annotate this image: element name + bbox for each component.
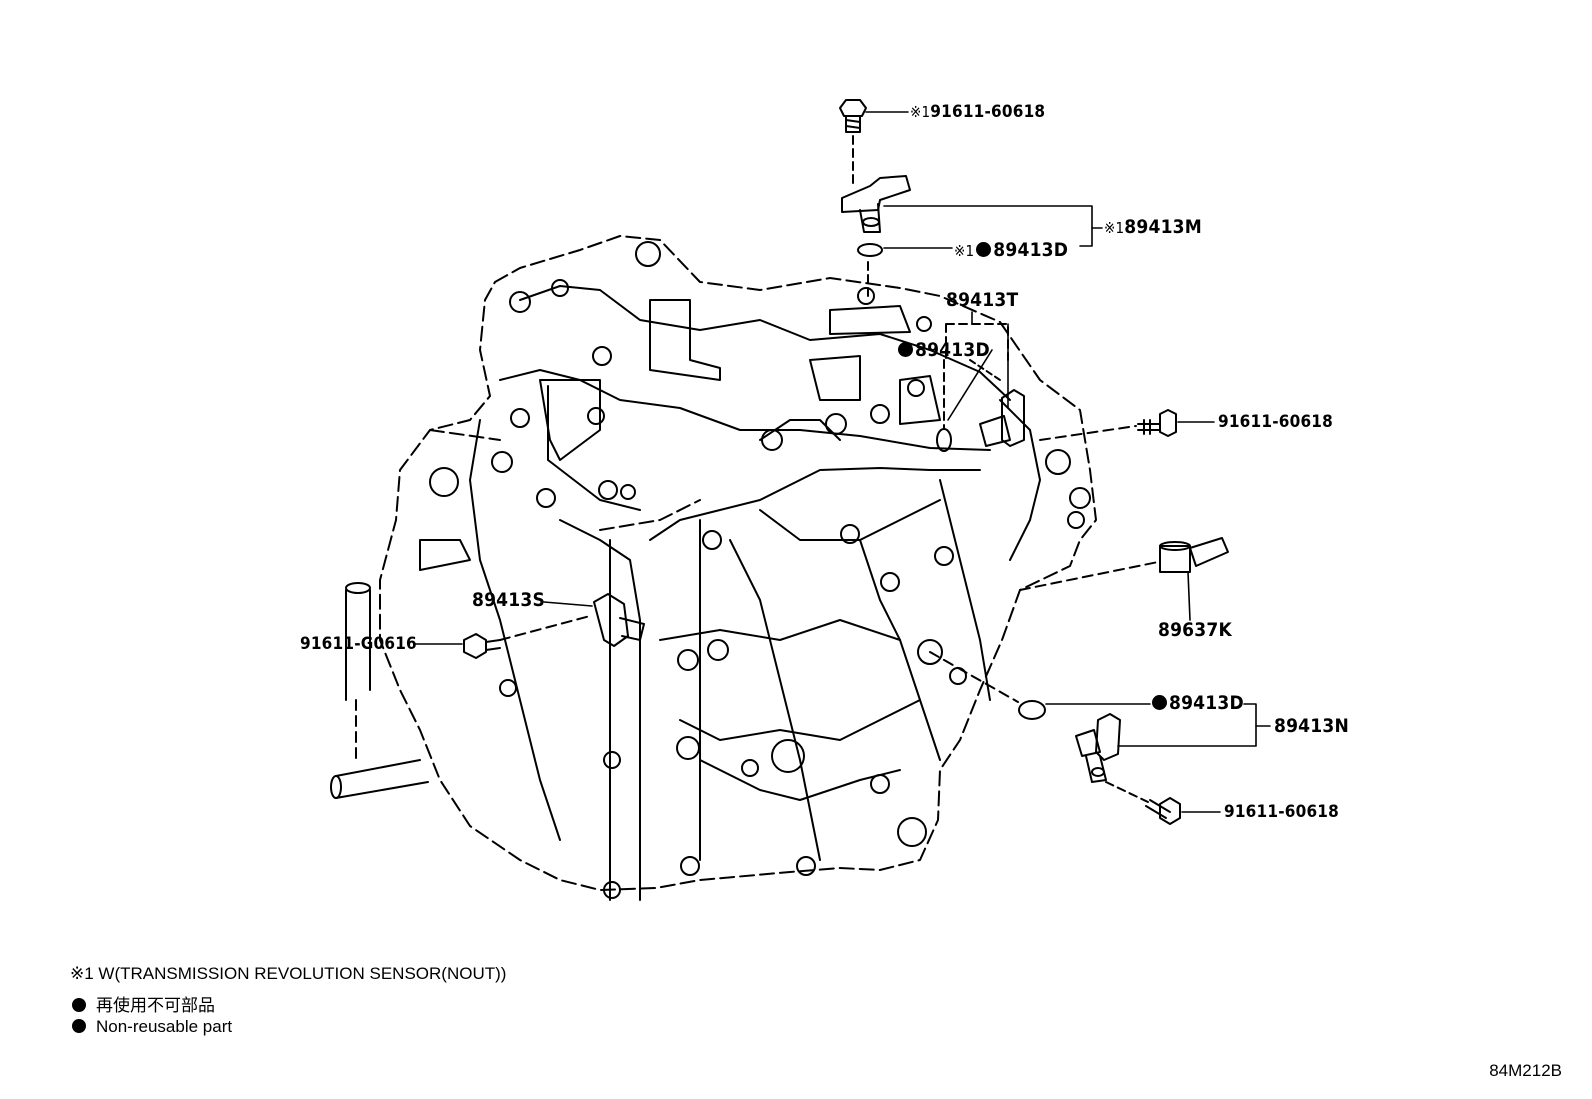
part-number: 89413M xyxy=(1124,216,1202,238)
non-reusable-dot-icon xyxy=(72,1019,86,1033)
callout-sensor-s[interactable]: 89413S xyxy=(472,590,545,610)
leader-lines xyxy=(415,111,1271,813)
non-reusable-dot-icon xyxy=(898,342,913,357)
transmission-outline xyxy=(379,235,1097,891)
non-reusable-dot-icon xyxy=(72,998,86,1012)
part-number: 91611-60618 xyxy=(1218,412,1333,432)
legend-text: 再使用不可部品 xyxy=(96,996,215,1015)
diagram-code: 84M212B xyxy=(1489,1061,1562,1080)
callout-bolt-left[interactable]: 91611-G0616 xyxy=(300,634,417,654)
sensor-t-assembly xyxy=(936,323,1025,452)
switch-k xyxy=(1019,537,1229,591)
part-number: 89413N xyxy=(1274,715,1349,737)
callout-sensor-m[interactable]: ※189413M xyxy=(1104,217,1202,238)
callout-sensor-t[interactable]: 89413T xyxy=(946,290,1018,310)
legend-non-reusable-en: Non-reusable part xyxy=(70,1017,232,1037)
note-mark: ※1 xyxy=(954,242,975,260)
non-reusable-dot-icon xyxy=(1152,695,1167,710)
callout-bolt-right[interactable]: 91611-60618 xyxy=(1218,412,1333,432)
callout-sensor-n[interactable]: 89413N xyxy=(1274,716,1349,736)
legend-text: Non-reusable part xyxy=(96,1017,233,1036)
bolt-right xyxy=(1039,409,1177,441)
callout-oring-t[interactable]: 89413D xyxy=(896,340,990,360)
note-mark: ※1 xyxy=(1104,219,1125,237)
non-reusable-dot-icon xyxy=(976,242,992,257)
part-number: 91611-60618 xyxy=(1224,802,1339,822)
callout-oring-n[interactable]: 89413D xyxy=(1150,693,1244,713)
part-number: 91611-60618 xyxy=(930,102,1046,122)
part-number: 89637K xyxy=(1158,619,1232,641)
part-number: 89413D xyxy=(993,239,1069,261)
housing-bosses xyxy=(429,241,1091,899)
callout-switch-k[interactable]: 89637K xyxy=(1158,620,1232,640)
callout-top-bolt[interactable]: ※191611-60618 xyxy=(910,102,1045,122)
pipe xyxy=(330,582,429,799)
legend-note-1: ※1 W(TRANSMISSION REVOLUTION SENSOR(NOUT… xyxy=(70,964,507,983)
sensor-n-assembly xyxy=(929,651,1181,825)
top-sensor-assembly xyxy=(839,99,911,301)
part-number: 91611-G0616 xyxy=(300,634,417,654)
note-mark: ※1 xyxy=(910,103,931,121)
sensor-s-assembly xyxy=(463,593,645,659)
part-number: 89413S xyxy=(472,589,545,611)
legend-non-reusable-jp: 再使用不可部品 xyxy=(70,991,215,1016)
part-number: 89413D xyxy=(1169,692,1244,714)
part-number: 89413T xyxy=(946,289,1019,311)
callout-oring-top[interactable]: ※1 89413D xyxy=(954,240,1068,261)
part-number: 89413D xyxy=(915,339,990,361)
callout-bolt-bottom[interactable]: 91611-60618 xyxy=(1224,802,1339,822)
